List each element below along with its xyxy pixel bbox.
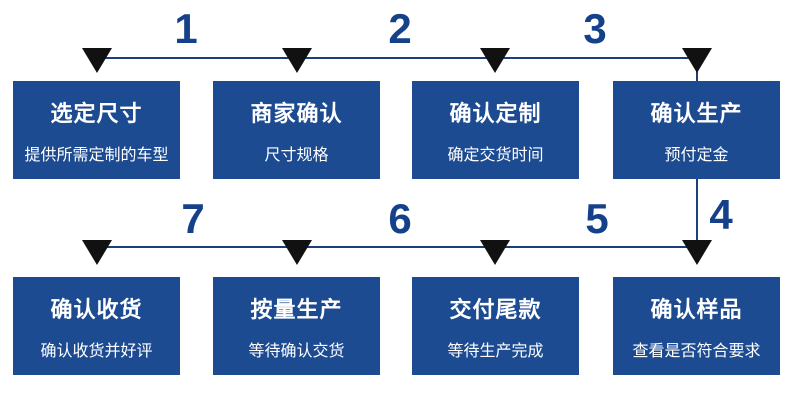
step-title: 确认收货 [50,296,143,322]
step-number-1: 1 [174,5,198,52]
step-number-3: 3 [583,5,607,52]
step-subtitle: 等待生产完成 [447,342,544,360]
arrow-down-icon [682,48,712,73]
step-subtitle: 确定交货时间 [447,146,544,164]
arrow-down-icon [82,48,112,73]
step-box-confirm-sample: 确认样品 查看是否符合要求 [613,277,780,375]
step-box-pay-balance: 交付尾款 等待生产完成 [412,277,579,375]
top-connector-line [95,57,697,59]
step-subtitle: 确认收货并好评 [40,342,153,360]
bottom-connector-line [95,246,697,248]
step-title: 确认生产 [650,100,743,126]
step-title: 按量生产 [250,296,343,322]
step-title: 商家确认 [250,100,343,126]
step-title: 交付尾款 [449,296,542,322]
step-title: 确认样品 [650,296,743,322]
step-number-7: 7 [181,195,205,242]
arrow-down-icon [682,240,712,265]
step-box-select-size: 选定尺寸 提供所需定制的车型 [13,81,180,179]
step-box-merchant-confirm: 商家确认 尺寸规格 [213,81,380,179]
step-box-confirm-production: 确认生产 预付定金 [613,81,780,179]
step-box-confirm-receipt: 确认收货 确认收货并好评 [13,277,180,375]
step-box-batch-production: 按量生产 等待确认交货 [213,277,380,375]
step-subtitle: 查看是否符合要求 [632,342,761,360]
step-subtitle: 尺寸规格 [264,146,329,164]
arrow-down-icon [480,240,510,265]
step-subtitle: 预付定金 [664,146,729,164]
step-number-4: 4 [709,191,733,238]
step-title: 选定尺寸 [50,100,143,126]
arrow-down-icon [282,48,312,73]
step-subtitle: 等待确认交货 [248,342,345,360]
step-subtitle: 提供所需定制的车型 [24,146,169,164]
arrow-down-icon [282,240,312,265]
arrow-down-icon [480,48,510,73]
step-number-2: 2 [388,5,412,52]
step-number-6: 6 [388,195,412,242]
step-title: 确认定制 [449,100,542,126]
arrow-down-icon [82,240,112,265]
step-number-5: 5 [585,195,609,242]
step-box-confirm-customization: 确认定制 确定交货时间 [412,81,579,179]
